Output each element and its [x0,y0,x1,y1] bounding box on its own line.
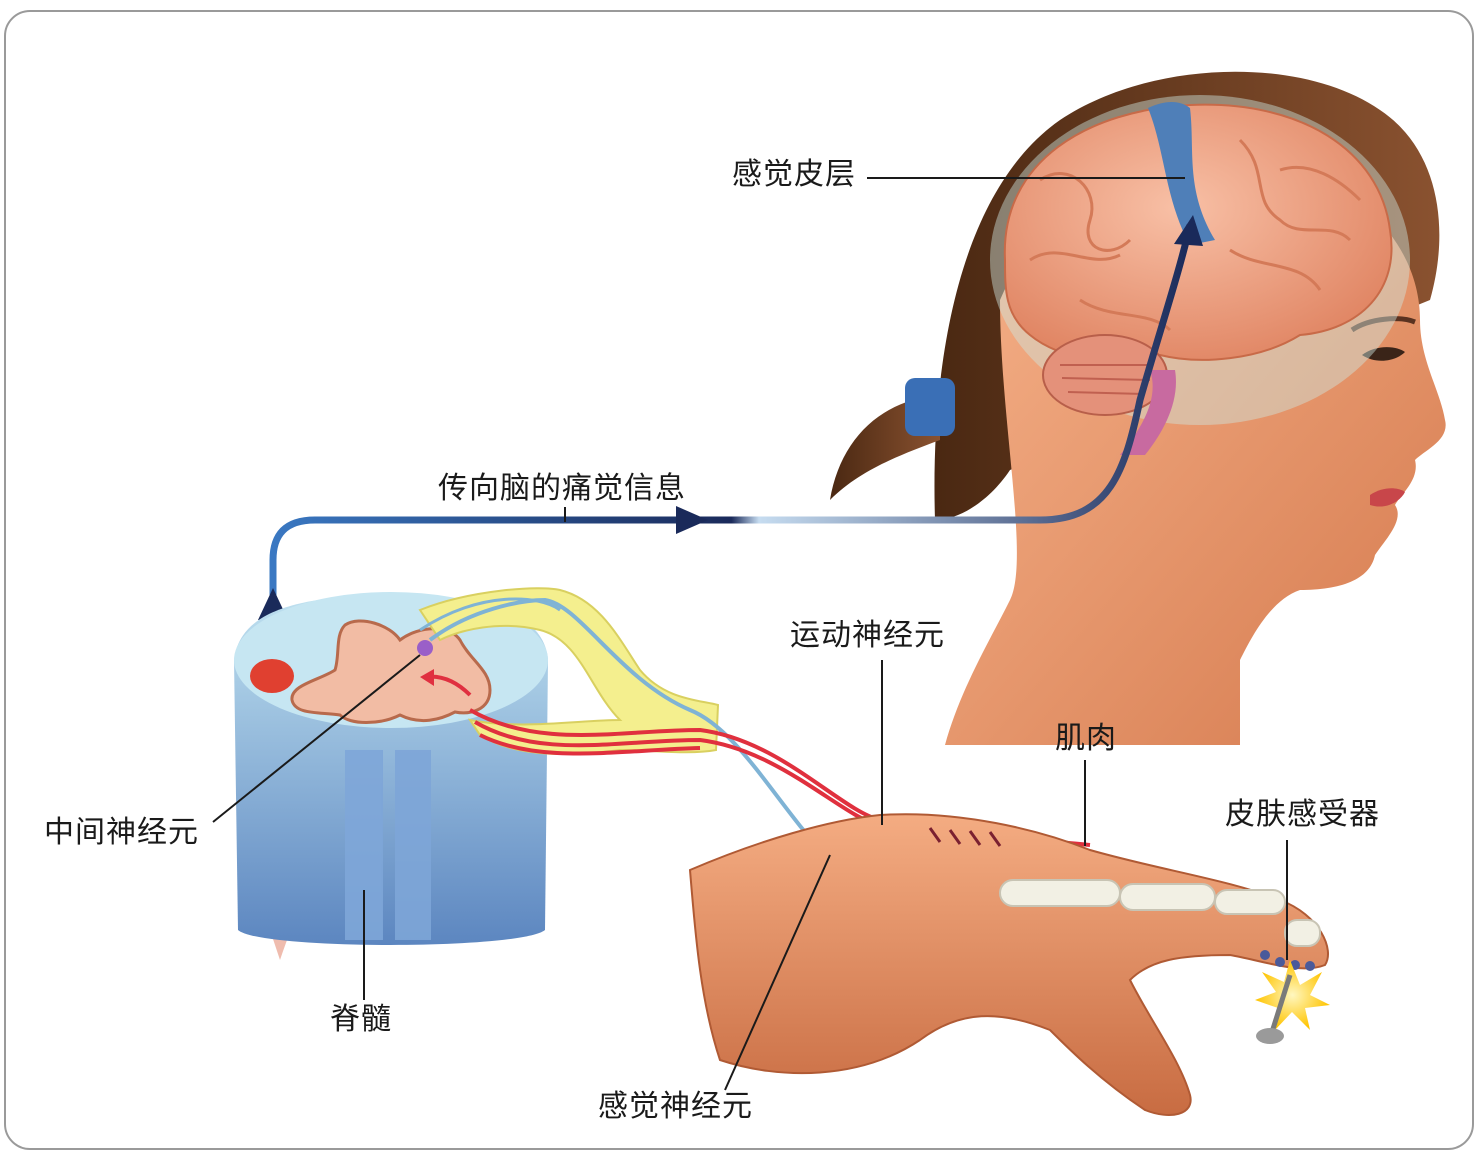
lips [1370,488,1405,507]
pin-head [1256,1028,1284,1044]
red-ganglion [250,659,294,693]
cerebellum-lines [1060,364,1151,395]
label-interneuron: 中间神经元 [44,815,199,850]
label-muscle: 肌肉 [1055,721,1117,756]
brainstem [1120,370,1176,455]
leader-interneuron [212,654,421,823]
eyebrow [1350,316,1416,333]
muscle-fibers [928,827,1002,847]
interneuron-cell [417,640,433,656]
leader-sensory-neuron [724,854,831,1091]
arm [688,813,1329,1116]
skin-receptor-dots [1260,950,1315,971]
label-motor-neuron: 运动神经元 [790,618,945,653]
eye [1362,347,1405,361]
pin-shaft [1269,974,1293,1033]
arm-and-hand [688,813,1330,1116]
finger-bones [999,879,1321,947]
gray-matter [290,619,492,724]
pathway-arrowhead-right [676,506,708,534]
label-pain-to-brain: 传向脑的痛觉信息 [438,471,686,506]
sensory-branch [419,597,561,632]
figure-frame [4,10,1474,1150]
interneuron-arrowhead [420,669,434,686]
label-sensory-neuron: 感觉神经元 [598,1089,753,1124]
sensory-cortex-band [1148,102,1215,245]
hair-tie [905,378,955,436]
pathway-line [269,224,1194,720]
label-spinal-cord: 脊髓 [330,1002,392,1037]
label-sensory-cortex: 感觉皮层 [732,157,856,192]
brain-folds [1029,138,1362,332]
label-skin-receptor: 皮肤感受器 [1225,797,1380,832]
pathway-arrowhead-cortex [1174,215,1203,246]
spinal-cord [234,587,720,960]
pain-burst [1255,960,1330,1030]
leader-lines [212,177,1288,1091]
